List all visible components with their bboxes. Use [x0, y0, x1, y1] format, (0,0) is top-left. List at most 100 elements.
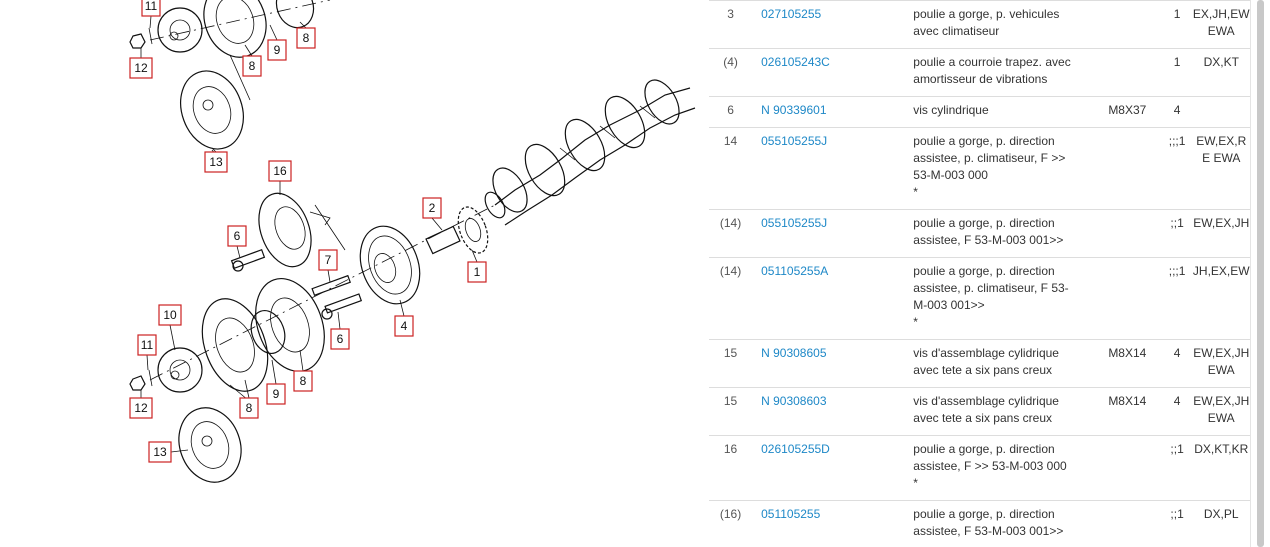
callout-box: [422, 197, 442, 219]
remark-cell: M8X14: [1108, 339, 1162, 388]
part-number-cell: 055105255J: [752, 209, 914, 258]
parts-row: 3 027105255 poulie a gorge, p. vehicules av…: [709, 0, 1250, 49]
callout-8: 8: [239, 379, 259, 419]
callout-16: 16: [268, 160, 292, 195]
remark-cell: [1108, 209, 1162, 258]
description-cell: vis cylindrique: [913, 96, 1109, 128]
position-cell: 15: [709, 387, 753, 436]
description-line: poulie a courroie trapez. avec: [913, 55, 1071, 69]
part-number-link[interactable]: 055105255J: [761, 216, 828, 230]
remark-cell: M8X14: [1108, 387, 1162, 436]
callout-number: 12: [134, 401, 148, 415]
callout-number: 1: [474, 265, 481, 279]
callout-box: [293, 370, 313, 392]
callout-box: [239, 397, 259, 419]
quantity-cell: ;;1: [1161, 500, 1193, 547]
callout-box: [129, 57, 153, 79]
description-line: poulie a gorge, p. vehicules: [913, 7, 1060, 21]
callout-leader-line: [337, 311, 341, 330]
callout-number: 13: [209, 155, 223, 169]
callout-number: 8: [246, 401, 253, 415]
description-line: poulie a gorge, p. direction: [913, 442, 1055, 456]
callout-box: [268, 160, 292, 182]
part-number-link[interactable]: N 90308603: [761, 394, 827, 408]
callout-number: 4: [401, 319, 408, 333]
callout-4: 4: [394, 299, 414, 337]
description-cell: poulie a gorge, p. direction assistee, F …: [913, 209, 1109, 258]
models-cell: DX,KT: [1192, 48, 1250, 97]
scrollbar-thumb[interactable]: [1257, 0, 1264, 547]
remark-cell: [1108, 500, 1162, 547]
callout-number: 6: [234, 229, 241, 243]
callout-12: 12: [129, 48, 153, 79]
position-cell: 3: [709, 0, 753, 49]
callout-leader-line: [269, 24, 278, 41]
callout-box: [227, 225, 247, 247]
parts-table-body: 3 027105255 poulie a gorge, p. vehicules av…: [709, 0, 1250, 547]
description-line: M-003 001>>: [913, 298, 985, 312]
callout-box: [266, 383, 286, 405]
upper-assembly-drawing: [129, 0, 331, 156]
callout-2: 2: [422, 197, 443, 231]
callout-number: 6: [337, 332, 344, 346]
quantity-cell: 4: [1161, 339, 1193, 388]
callout-box: [267, 39, 287, 61]
callout-8: 8: [242, 44, 262, 77]
parts-row: (16) 051105255 poulie a gorge, p. directio…: [709, 500, 1250, 547]
callout-11: 11: [137, 334, 157, 371]
description-line: poulie a gorge, p. direction: [913, 216, 1055, 230]
description-line: vis d'assemblage cylidrique: [913, 346, 1059, 360]
part-number-link[interactable]: 026105243C: [761, 55, 830, 69]
callout-10: 10: [158, 304, 182, 351]
callout-number: 11: [141, 338, 154, 352]
models-cell: EX,JH,EW EWA: [1192, 0, 1250, 49]
part-number-link[interactable]: 026105255D: [761, 442, 830, 456]
part-number-link[interactable]: 051105255: [761, 507, 821, 521]
part-number-cell: 051105255: [752, 500, 914, 547]
part-number-link[interactable]: N 90308605: [761, 346, 827, 360]
part-number-link[interactable]: 051105255A: [761, 264, 829, 278]
crankshaft-drawing: [484, 79, 696, 226]
callout-number: 9: [273, 387, 280, 401]
models-cell: EW,EX,JH EWA: [1192, 387, 1250, 436]
callout-9: 9: [266, 359, 286, 405]
part-number-link[interactable]: 055105255J: [761, 134, 828, 148]
models-cell: EW,EX,JH: [1192, 209, 1250, 258]
callout-1: 1: [467, 249, 487, 283]
callout-6: 6: [227, 225, 247, 259]
parts-table: 3 027105255 poulie a gorge, p. vehicules av…: [709, 0, 1250, 547]
callout-leader-line: [431, 217, 443, 231]
models-cell: EW,EX,RE EWA: [1192, 127, 1250, 210]
quantity-cell: ;;1: [1161, 435, 1193, 501]
callout-8: 8: [293, 349, 313, 392]
quantity-cell: 4: [1161, 387, 1193, 436]
description-line: avec climatiseur: [913, 24, 1000, 38]
part-number-link[interactable]: N 90339601: [761, 103, 827, 117]
callout-number: 10: [163, 308, 177, 322]
callout-13: 13: [204, 147, 228, 173]
description-line: assistee, F 53-M-003 001>>: [913, 233, 1064, 247]
position-cell: 14: [709, 127, 753, 210]
callout-number: 9: [274, 43, 281, 57]
callout-8: 8: [296, 21, 316, 49]
part-number-link[interactable]: 027105255: [761, 7, 822, 21]
vertical-scrollbar[interactable]: [1250, 0, 1270, 547]
part-number-cell: 026105255D: [752, 435, 914, 501]
callout-box: [318, 249, 338, 271]
position-cell: 15: [709, 339, 753, 388]
quantity-cell: ;;;1: [1161, 257, 1193, 340]
description-line: avec tete a six pans creux: [913, 411, 1053, 425]
callout-number: 12: [134, 61, 148, 75]
quantity-cell: 1: [1161, 0, 1193, 49]
callout-box: [296, 27, 316, 49]
position-cell: (16): [709, 500, 753, 547]
